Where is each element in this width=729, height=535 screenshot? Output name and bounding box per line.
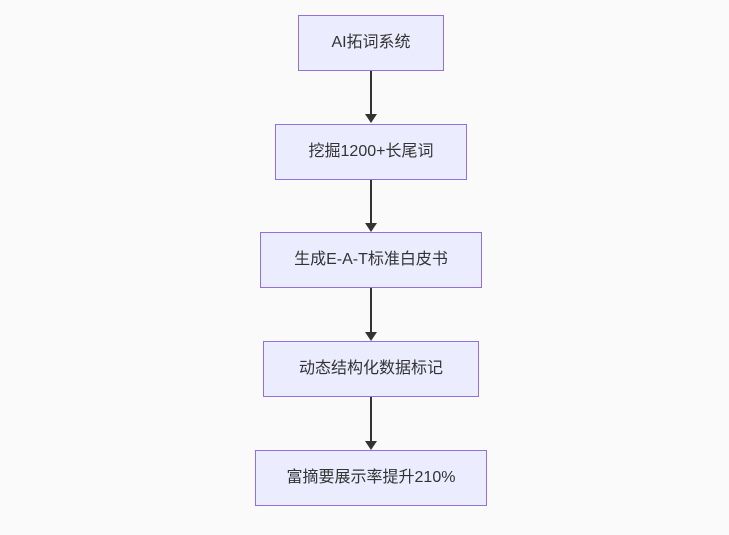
flow-node-eat-whitepaper: 生成E-A-T标准白皮书 [260, 232, 482, 288]
flow-node-label: 挖掘1200+长尾词 [308, 143, 434, 161]
arrowhead-down-icon [365, 441, 377, 450]
edge-line-d-e [370, 397, 372, 441]
flow-node-label: 富摘要展示率提升210% [286, 469, 456, 487]
flow-node-label: 动态结构化数据标记 [298, 360, 443, 378]
arrowhead-down-icon [365, 223, 377, 232]
arrowhead-down-icon [365, 114, 377, 123]
arrowhead-down-icon [365, 332, 377, 341]
edge-line-c-d [370, 288, 372, 332]
flow-node-longtail-mining: 挖掘1200+长尾词 [275, 124, 467, 180]
flow-node-structured-data-markup: 动态结构化数据标记 [263, 341, 479, 397]
edge-line-b-c [370, 180, 372, 224]
edge-line-a-b [370, 71, 372, 115]
flow-node-ai-keyword-system: AI拓词系统 [298, 15, 444, 71]
flow-node-label: AI拓词系统 [331, 34, 411, 52]
flow-node-rich-snippet-result: 富摘要展示率提升210% [255, 450, 487, 506]
flow-node-label: 生成E-A-T标准白皮书 [294, 251, 448, 269]
